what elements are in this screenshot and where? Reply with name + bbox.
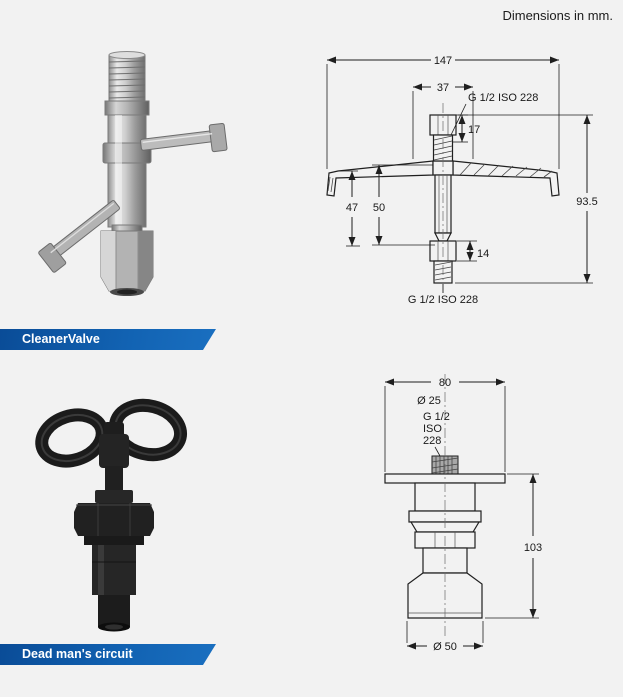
dim-text-14: 14 [477, 248, 489, 260]
dim-height-47: 47 [338, 170, 360, 247]
dim-text-50: 50 [373, 202, 385, 214]
valve-bottom-hex-nut [100, 224, 154, 296]
dim-text-dia-50: Ø 50 [433, 641, 457, 653]
thread-spec-top: G 1/2 ISO 228 [468, 92, 538, 104]
valve-left-handle-arm [38, 200, 120, 273]
dead-mans-circuit-photo [35, 398, 188, 632]
dim-text-17: 17 [468, 124, 480, 136]
label-top-thread: G 1/2 ISO 228 [450, 92, 538, 136]
dim-base-diameter: Ø 50 [406, 621, 484, 653]
dim-flange-width: 80 [384, 377, 506, 472]
dim-height-50: 50 [372, 164, 435, 246]
thread-spec-bottom: G 1/2 ISO 228 [408, 294, 478, 306]
product-label: CleanerValve [22, 332, 100, 346]
valve-hex-flange [74, 503, 154, 545]
dim-text-93-5: 93.5 [576, 196, 597, 208]
dim-nut-height: 14 [457, 240, 489, 262]
valve-right-handle-arm [140, 122, 228, 153]
valve-section-view [326, 103, 560, 295]
label-top-diameter: Ø 25 [417, 395, 441, 407]
dim-text-47: 47 [346, 202, 358, 214]
dim-top-depth: 17 [453, 114, 480, 143]
label-bottom-thread: G 1/2 ISO 228 [408, 284, 478, 306]
valve-top-thread [108, 51, 146, 102]
valve-butterfly-handle [35, 398, 188, 468]
valve-body [102, 100, 152, 228]
thread-spec-line3: 228 [423, 435, 441, 447]
valve-stem-and-bonnet [95, 466, 133, 503]
dim-top-width: 37 [412, 82, 474, 159]
dim-total-height: 103 [485, 473, 542, 619]
dim-text-80: 80 [439, 377, 451, 389]
thread-spec-line2: ISO [423, 423, 442, 435]
dimensions-note: Dimensions in mm. [502, 8, 613, 23]
valve-lower-body [92, 545, 136, 632]
dead-mans-circuit-drawing: 80 Ø 25 G 1/2 ISO 228 103 Ø 50 [384, 374, 542, 653]
dim-total-width: 147 [326, 55, 560, 169]
dim-text-103: 103 [524, 542, 542, 554]
dim-text-147: 147 [434, 55, 452, 67]
label-thread-spec: G 1/2 ISO 228 [423, 411, 450, 457]
cleanervalve-drawing: 147 37 G 1/2 ISO 228 17 47 [326, 55, 598, 306]
product-banner-cleanervalve: CleanerValve [0, 329, 216, 350]
cleanervalve-photo [38, 51, 228, 296]
dim-text-dia-25: Ø 25 [417, 395, 441, 407]
product-banner-dead-mans-circuit: Dead man's circuit [0, 644, 216, 665]
dim-total-height: 93.5 [455, 114, 598, 284]
dim-text-37: 37 [437, 82, 449, 94]
circuit-section-view [384, 374, 506, 638]
product-label: Dead man's circuit [22, 647, 133, 661]
thread-spec-line1: G 1/2 [423, 411, 450, 423]
